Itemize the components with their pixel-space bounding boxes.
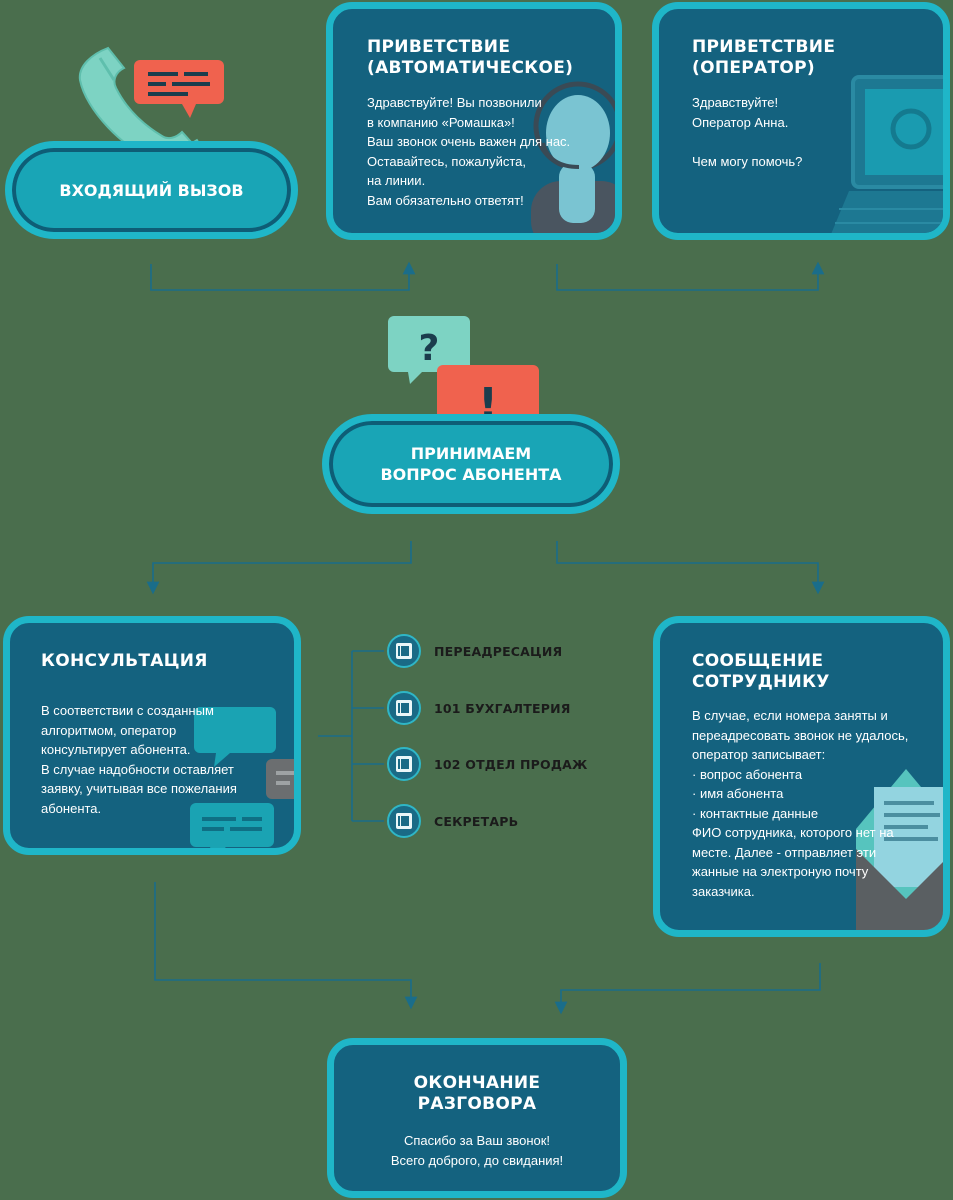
- desk-phone-icon: [387, 691, 421, 725]
- laptop-icon: [831, 75, 943, 233]
- message-text: В случае, если номера заняты и переадрес…: [692, 708, 909, 899]
- end-call-text: Спасибо за Ваш звонок! Всего доброго, до…: [390, 1133, 564, 1168]
- message-title: СООБЩЕНИЕ СОТРУДНИКУ: [692, 651, 830, 692]
- question-bubble-icon: ?: [388, 316, 470, 384]
- incoming-call-label: ВХОДЯЩИЙ ВЫЗОВ: [59, 180, 244, 200]
- consultation-card: КОНСУЛЬТАЦИЯ В соответствии с созданным …: [3, 616, 301, 855]
- route-item-sales: 102 ОТДЕЛ ПРОДАЖ: [387, 747, 588, 781]
- chat-bubbles-icon: [190, 707, 294, 848]
- svg-text:?: ?: [419, 328, 440, 369]
- end-call-card: ОКОНЧАНИЕ РАЗГОВОРА Спасибо за Ваш звоно…: [327, 1038, 627, 1198]
- route-label: ПЕРЕАДРЕСАЦИЯ: [434, 643, 563, 659]
- desk-phone-icon: [387, 634, 421, 668]
- greeting-auto-card: ПРИВЕТСТВИЕ (АВТОМАТИЧЕСКОЕ) Здравствуйт…: [326, 2, 622, 240]
- route-item-accounting: 101 БУХГАЛТЕРИЯ: [387, 691, 571, 725]
- question-label: ПРИНИМАЕМ ВОПРОС АБОНЕНТА: [380, 444, 562, 484]
- route-label: 102 ОТДЕЛ ПРОДАЖ: [434, 756, 588, 772]
- greeting-auto-text: Здравствуйте! Вы позвонили в компанию «Р…: [367, 95, 571, 208]
- consultation-title: КОНСУЛЬТАЦИЯ: [41, 651, 208, 671]
- greeting-operator-title: ПРИВЕТСТВИЕ (ОПЕРАТОР): [692, 37, 836, 78]
- greeting-operator-text: Здравствуйте! Оператор Анна. Чем могу по…: [692, 95, 803, 169]
- consultation-text: В соответствии с созданным алгоритмом, о…: [41, 703, 237, 816]
- greeting-operator-card: ПРИВЕТСТВИЕ (ОПЕРАТОР) Здравствуйте! Опе…: [652, 2, 950, 240]
- route-item-secretary: СЕКРЕТАРЬ: [387, 804, 518, 838]
- incoming-call-pill: ВХОДЯЩИЙ ВЫЗОВ: [5, 141, 298, 239]
- message-card: СООБЩЕНИЕ СОТРУДНИКУ В случае, если номе…: [653, 616, 950, 937]
- route-label: СЕКРЕТАРЬ: [434, 813, 519, 829]
- speech-bubble-icon: [134, 60, 224, 118]
- operator-headset-icon: [531, 81, 615, 233]
- question-pill: ПРИНИМАЕМ ВОПРОС АБОНЕНТА: [322, 414, 620, 514]
- desk-phone-icon: [387, 747, 421, 781]
- desk-phone-icon: [387, 804, 421, 838]
- route-item-forwarding: ПЕРЕАДРЕСАЦИЯ: [387, 634, 562, 668]
- greeting-auto-title: ПРИВЕТСТВИЕ (АВТОМАТИЧЕСКОЕ): [367, 37, 574, 78]
- envelope-letter-icon: [856, 769, 943, 930]
- end-call-title: ОКОНЧАНИЕ РАЗГОВОРА: [413, 1073, 541, 1114]
- route-label: 101 БУХГАЛТЕРИЯ: [434, 700, 571, 716]
